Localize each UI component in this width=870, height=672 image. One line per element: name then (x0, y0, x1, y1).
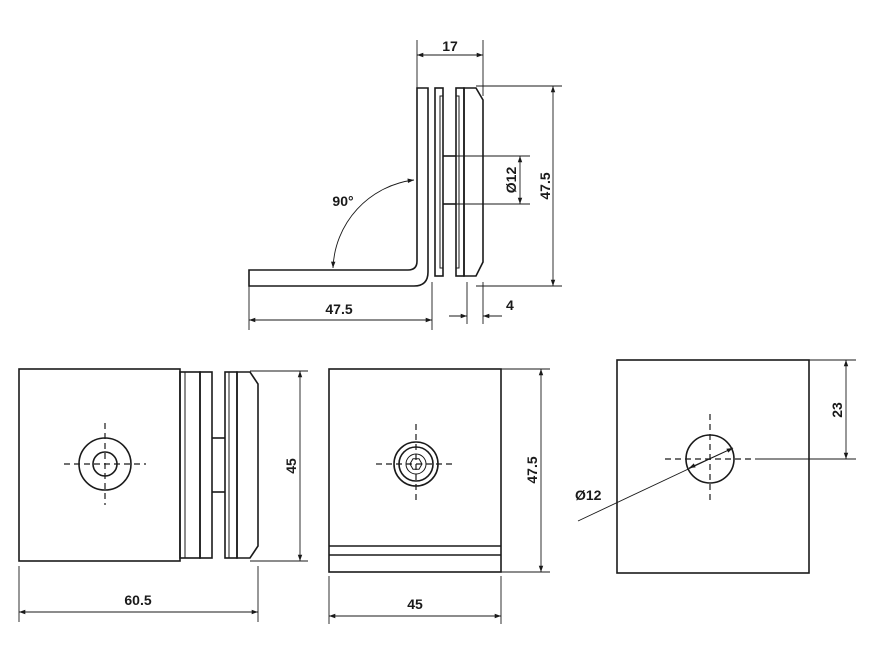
dim-47-5-vertical-label: 47.5 (537, 172, 553, 199)
bracket-face (18, 368, 181, 562)
dim-17-label: 17 (442, 38, 458, 54)
cover-plate-side (236, 371, 259, 559)
outer-plate (455, 87, 465, 277)
inner-plate (434, 87, 444, 277)
side-view: 45 60.5 (18, 368, 308, 622)
dim-hole-diameter-label: Ø12 (503, 167, 519, 194)
dim-47-5-horizontal-label: 47.5 (325, 301, 352, 317)
dim-angle-label: 90° (332, 193, 353, 209)
front-face (328, 368, 502, 573)
plate-1 (179, 371, 201, 559)
plate-3 (224, 371, 238, 559)
dim-47-5-front-label: 47.5 (524, 456, 540, 483)
dim-back-hole-label: Ø12 (575, 487, 602, 503)
front-view: 47.5 45 (328, 368, 550, 624)
outer-plate-face (455, 95, 460, 269)
dim-23-label: 23 (829, 402, 845, 418)
plate-2 (199, 371, 213, 559)
dim-60-5-label: 60.5 (124, 592, 151, 608)
inner-plate-face (439, 95, 444, 269)
cover-plate (463, 87, 484, 277)
dim-45-front-label: 45 (407, 596, 423, 612)
dim-45-vertical-label: 45 (283, 458, 299, 474)
dim-gap-label: 4 (506, 297, 514, 313)
top-section-view: 17 47.5 Ø12 90° 47.5 4 (248, 38, 562, 330)
l-bracket-profile (248, 87, 429, 287)
back-face (616, 359, 810, 574)
back-view: 23 Ø12 (575, 359, 856, 574)
